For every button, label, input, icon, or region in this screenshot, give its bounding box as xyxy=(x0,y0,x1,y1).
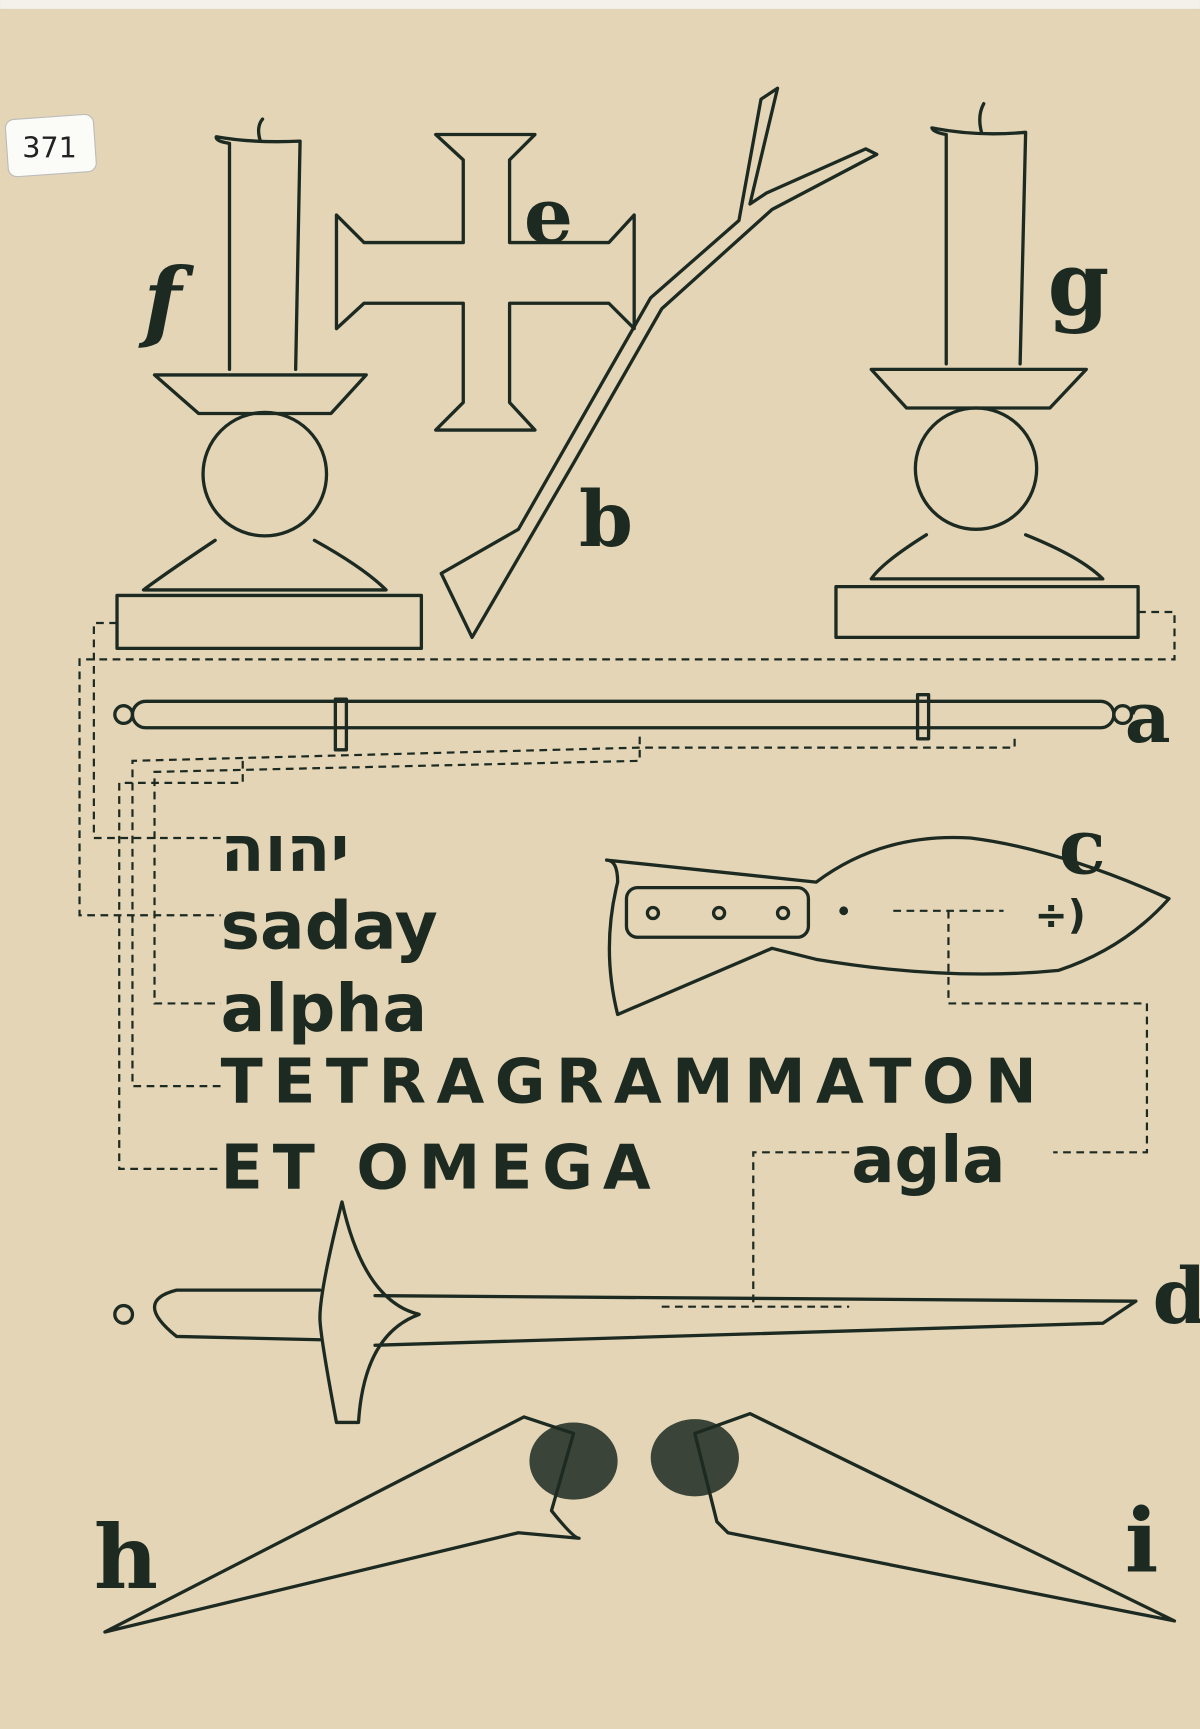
letter-e: e xyxy=(524,172,573,262)
figure-letters: a b c d e f g h i xyxy=(94,172,1200,1609)
name-tetragrammaton: TETRAGRAMMATON xyxy=(221,1046,1037,1118)
letter-c: c xyxy=(1059,802,1106,892)
candlestick-left-icon xyxy=(115,117,424,651)
connector-lines xyxy=(78,610,1176,1308)
letter-b: b xyxy=(579,475,633,565)
sword-icon xyxy=(113,1200,1138,1425)
name-et-omega: ET OMEGA xyxy=(221,1132,651,1204)
name-saday: saday xyxy=(221,887,438,964)
letter-g: g xyxy=(1048,231,1110,335)
wand-icon xyxy=(113,693,1134,752)
knife-icon: ÷) xyxy=(604,835,1171,1017)
letter-h: h xyxy=(94,1505,158,1609)
feather-tufts xyxy=(529,1419,739,1500)
name-alpha: alpha xyxy=(221,970,427,1047)
name-agla: agla xyxy=(851,1124,1005,1198)
catalog-number: 371 xyxy=(22,131,77,165)
letter-d: d xyxy=(1152,1252,1200,1342)
letter-i: i xyxy=(1125,1488,1159,1592)
knife-symbol: ÷) xyxy=(1034,892,1085,938)
cross-icon xyxy=(334,132,636,432)
name-yhvh-hebrew: יהוה xyxy=(221,813,350,887)
divine-names: יהוה saday alpha TETRAGRAMMATON ET OMEGA… xyxy=(221,813,1037,1204)
letter-a: a xyxy=(1125,676,1171,759)
catalog-tag: 371 xyxy=(4,113,97,178)
branch-wand-icon xyxy=(439,86,879,640)
